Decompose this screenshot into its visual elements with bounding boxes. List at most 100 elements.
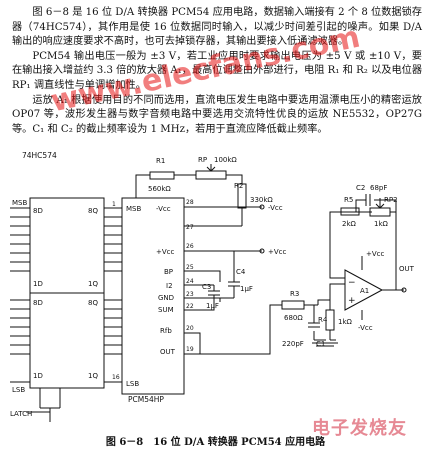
resistor-r5 bbox=[340, 207, 360, 216]
dac-lsb-label: LSB bbox=[126, 380, 139, 388]
r1-value: 560kΩ bbox=[148, 185, 171, 193]
c1-value: 220pF bbox=[282, 340, 304, 348]
pin-number-20: 20 bbox=[186, 325, 194, 332]
r1-wire bbox=[135, 174, 196, 198]
c2-value: 68pF bbox=[370, 184, 387, 192]
pin-number-25: 25 bbox=[186, 264, 194, 271]
latch-1d-top-label: 1D bbox=[33, 280, 43, 288]
op-amp-minus: − bbox=[348, 278, 356, 288]
output-label: OUT bbox=[399, 265, 415, 273]
dac-i2-label: I2 bbox=[166, 282, 173, 290]
r5-label: R5 bbox=[344, 196, 353, 204]
capacitor-c4 bbox=[219, 251, 240, 298]
rp-wiper bbox=[206, 164, 216, 172]
latch-msb-label: MSB bbox=[12, 199, 27, 207]
op-amp-vcc-neg: -Vcc bbox=[358, 324, 373, 332]
resistor-r1 bbox=[149, 171, 175, 180]
c4-value: 1μF bbox=[240, 285, 253, 293]
latch-clock-line bbox=[26, 388, 61, 422]
dac-vcc-pos-label: +Vcc bbox=[156, 248, 175, 256]
latch-signal-label: LATCH bbox=[10, 410, 32, 418]
site-logo: 电子发烧友 bbox=[312, 418, 407, 439]
latch-1d-bottom-label: 1D bbox=[33, 372, 43, 380]
dac-chip-body bbox=[121, 197, 185, 395]
resistor-r3 bbox=[281, 300, 305, 310]
r4-value: 1kΩ bbox=[338, 318, 353, 326]
latch-8d-bottom-label: 8D bbox=[33, 299, 43, 307]
latch-input-lines bbox=[10, 207, 30, 383]
op-amp-a1 bbox=[344, 269, 384, 311]
pin-number-19: 19 bbox=[186, 346, 194, 353]
dac-out-label: OUT bbox=[160, 348, 176, 356]
op-amp-plus: + bbox=[348, 296, 356, 306]
output-terminal bbox=[401, 287, 407, 293]
latch-to-dac-bus bbox=[104, 207, 122, 383]
figure-caption: 图 6－8 16 位 D/A 转换器 PCM54 应用电路 bbox=[105, 437, 326, 448]
rp2-wiper bbox=[375, 198, 385, 209]
pin-number-28: 28 bbox=[186, 199, 194, 206]
dac-sum-label: SUM bbox=[158, 306, 174, 314]
dac-gnd-label: GND bbox=[158, 294, 174, 302]
vcc-neg-label: -Vcc bbox=[268, 204, 283, 212]
body-text: 图 6－8 是 16 位 D/A 转换器 PCM54 应用电路，数据输入端接有 … bbox=[12, 6, 422, 137]
c3-value: 1μF bbox=[206, 302, 219, 310]
r1-label: R1 bbox=[156, 157, 165, 165]
latch-chip-label: 74HC574 bbox=[22, 151, 57, 160]
rp2-label: RP2 bbox=[384, 196, 398, 204]
pin-number-22: 22 bbox=[186, 303, 194, 310]
latch-8q-label: 8Q bbox=[88, 207, 98, 215]
r3-value: 680Ω bbox=[284, 314, 303, 322]
latch-1q-top-label: 1Q bbox=[88, 280, 98, 288]
r5-value: 2kΩ bbox=[342, 220, 357, 228]
pin-number-23: 23 bbox=[186, 291, 194, 298]
dac-rfb-label: Rfb bbox=[160, 327, 172, 335]
pin-number-16: 16 bbox=[112, 374, 120, 381]
potentiometer-rp2 bbox=[369, 207, 391, 217]
r2-label: R2 bbox=[234, 182, 243, 190]
rp-wire bbox=[226, 174, 243, 184]
vcc-pos-label: +Vcc bbox=[268, 248, 287, 256]
dac-output-wire bbox=[184, 304, 282, 355]
c4-label: C4 bbox=[236, 268, 246, 276]
capacitor-c3 bbox=[208, 285, 220, 298]
rp-value: 100kΩ bbox=[214, 156, 237, 164]
latch-8d-label: 8D bbox=[33, 207, 43, 215]
r3-to-amp-wire bbox=[304, 299, 330, 340]
feedback-wires bbox=[329, 199, 397, 290]
vcc-pos-terminal bbox=[259, 248, 265, 254]
paragraph-2: PCM54 输出电压一般为 ±3 V，若工业应用时要求输出电压为 ±5 V 或 … bbox=[12, 50, 423, 91]
capacitor-c1 bbox=[308, 322, 320, 328]
bypass-wires bbox=[184, 270, 234, 311]
latch-1q-bottom-label: 1Q bbox=[88, 372, 98, 380]
rp2-value: 1kΩ bbox=[374, 220, 389, 228]
potentiometer-rp bbox=[195, 170, 227, 180]
r3-label: R3 bbox=[290, 290, 299, 298]
op-amp-label: A1 bbox=[360, 287, 369, 295]
latch-8q-bottom-label: 8Q bbox=[88, 299, 98, 307]
paragraph-3: 运放 A₁ 根据使用目的不同而选用，直流电压发生电路中要选用温漂电压小的精密运放… bbox=[12, 94, 422, 135]
op-amp-vcc-pos: +Vcc bbox=[366, 250, 385, 258]
capacitor-c2 bbox=[365, 194, 371, 206]
circuit-schematic: 74HC574 MSB 8D 8Q 1D 1Q 8D 8Q 1D 1Q LSB … bbox=[10, 151, 415, 422]
r2-wire bbox=[184, 208, 243, 227]
r4-label: R4 bbox=[318, 316, 328, 324]
dac-chip-label: PCM54HP bbox=[128, 395, 164, 404]
dac-msb-label: MSB bbox=[126, 205, 141, 213]
rp-label: RP bbox=[198, 156, 207, 164]
r2-value: 330kΩ bbox=[250, 196, 273, 204]
c1-label: C1 bbox=[316, 340, 325, 348]
latch-lsb-label: LSB bbox=[12, 386, 25, 394]
pin-number-27: 27 bbox=[186, 224, 194, 231]
pin-number-26: 26 bbox=[186, 243, 194, 250]
pin-number-24: 24 bbox=[186, 278, 194, 285]
paragraph-1: 图 6－8 是 16 位 D/A 转换器 PCM54 应用电路，数据输入端接有 … bbox=[12, 7, 422, 48]
vcc-neg-terminal bbox=[259, 204, 265, 210]
dac-bp-label: BP bbox=[164, 268, 173, 276]
dac-vcc-neg-label: -Vcc bbox=[156, 205, 171, 213]
pin-number-1: 1 bbox=[112, 201, 116, 208]
c2-label: C2 bbox=[356, 184, 365, 192]
r4-wire bbox=[329, 283, 345, 340]
ground-symbols bbox=[219, 298, 338, 347]
c3-label: C3 bbox=[202, 283, 211, 291]
